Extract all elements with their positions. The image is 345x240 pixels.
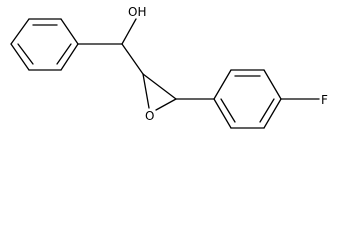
epoxide-ring bbox=[142, 73, 177, 111]
phenyl-ring bbox=[10, 18, 79, 71]
hydroxyl-label: OH bbox=[128, 5, 146, 19]
molecule-structure: OH O F bbox=[10, 5, 328, 129]
carbinol-hydroxyl-bond bbox=[121, 18, 137, 45]
epoxide-oxygen-label: O bbox=[145, 109, 154, 123]
carbinol-epoxide-bond bbox=[121, 43, 144, 75]
fluorine-label: F bbox=[321, 93, 328, 107]
fluorophenyl-ring bbox=[213, 69, 282, 129]
